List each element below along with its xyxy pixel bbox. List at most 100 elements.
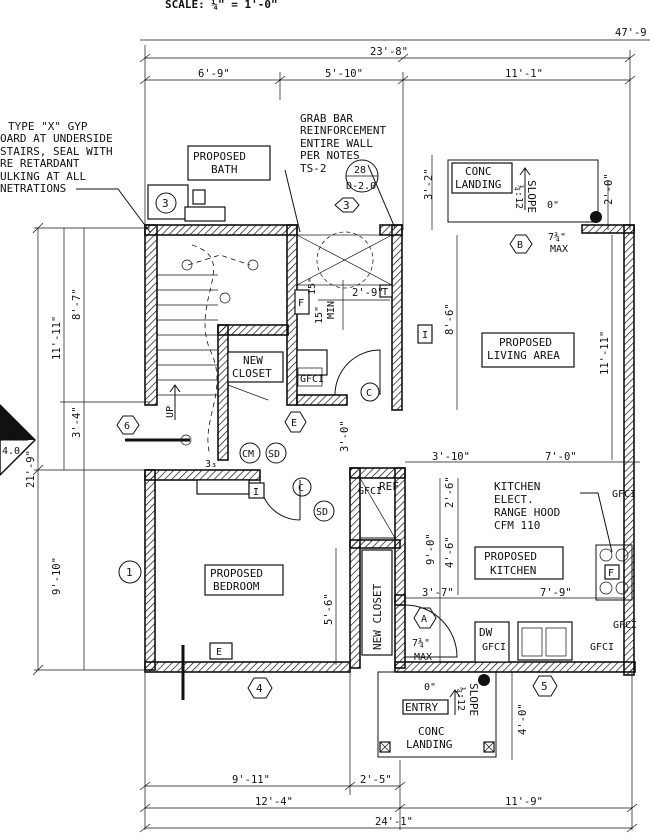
dim-hall-height: 3'-0": [339, 420, 351, 452]
new-closet-2-label-box: [361, 549, 393, 656]
gyp-note-line-3: STAIRS, SEAL WITH: [0, 145, 113, 158]
dim-bath-v1: 15": [307, 277, 318, 295]
kitchen-electrical-note: KITCHEN ELECT. RANGE HOOD CFM 110: [494, 480, 613, 553]
door-c2-label: C: [298, 483, 304, 494]
grab-bar-line-4: PER NOTES: [300, 149, 360, 162]
living-label-2: LIVING AREA: [487, 349, 560, 362]
bottom-conc-landing: 0" ENTRY SLOPE ¼:12 CONC LANDING: [377, 671, 497, 758]
dishwasher: [474, 621, 510, 663]
closet-door: [227, 384, 269, 401]
hex-callout-1: [118, 560, 142, 584]
top-landing-zero: 0": [547, 200, 559, 211]
grab-bar-line-1: GRAB BAR: [300, 112, 353, 125]
sd-detector-1: [265, 442, 287, 464]
top-landing-max-value: 7¾": [548, 231, 566, 243]
hex-1-label: 1: [126, 566, 133, 579]
stair-landing-box: [147, 184, 189, 220]
new-closet-2-label: NEW CLOSET: [371, 583, 384, 650]
sd-label-2: SD: [316, 507, 328, 518]
cm-label: CM: [242, 449, 254, 460]
bath-label-2: BATH: [211, 163, 238, 176]
top-landing-line-1: CONC: [465, 165, 492, 178]
top-landing-line-2: LANDING: [455, 178, 501, 191]
bath-fixtures: T F GFCI: [294, 231, 393, 396]
dim-bottom-b: 2'-5": [360, 774, 392, 786]
sink-gfci: GFCI: [590, 642, 614, 653]
hex-callout-3a: [155, 192, 177, 214]
dim-kitchen-v1: 2'-6": [444, 476, 456, 508]
grab-bar-line-2: REINFORCEMENT: [300, 124, 386, 137]
grab-bar-line-5: TS-2: [300, 162, 327, 175]
gyp-note-line-4: RE RETARDANT: [0, 157, 80, 170]
kitchen-label-box: [474, 546, 564, 580]
bath-label-box: [187, 145, 271, 181]
hex-callout-6: [116, 415, 140, 435]
bedroom-label-1: PROPOSED: [210, 567, 263, 580]
i-box: [417, 324, 433, 344]
gyp-board-note: TYPE "X" GYP OARD AT UNDERSIDE STAIRS, S…: [0, 120, 151, 233]
dim-bottom-overall: 24'-1": [375, 816, 413, 828]
grab-bar-line-3: ENTIRE WALL: [300, 137, 373, 150]
door-c1: [360, 382, 380, 402]
kitchen-label-1: PROPOSED: [484, 550, 537, 563]
grab-bar-note: GRAB BAR REINFORCEMENT ENTIRE WALL PER N…: [284, 112, 396, 233]
hex-callout-5: [532, 675, 558, 697]
bedroom-e-box: [209, 642, 233, 660]
dim-kitchen-b: 7'-9": [540, 587, 572, 599]
living-label-box: [481, 332, 575, 368]
kitchen-elec-line-1: KITCHEN: [494, 480, 540, 493]
kitchen-elec-line-2: ELECT.: [494, 493, 534, 506]
kitchen-elec-line-4: CFM 110: [494, 519, 540, 532]
bedroom-i-label: I: [253, 487, 259, 498]
bottom-landing-line-2: LANDING: [406, 738, 452, 751]
hex-4-label: 4: [256, 682, 263, 695]
dim-top-seg-1: 6'-9": [198, 68, 230, 80]
new-closet-1-line-2: CLOSET: [232, 367, 272, 380]
door-c1-label: C: [366, 388, 372, 399]
dim-left-b: 8'-7": [71, 288, 83, 320]
detail-number: 28: [354, 165, 366, 176]
dim-kitchen-a: 3'-7": [422, 587, 454, 599]
dim-living-height: 8'-6": [444, 303, 456, 335]
hex-5-label: 5: [541, 680, 548, 693]
top-landing-max-label: MAX: [550, 244, 568, 255]
dim-left-a: 11'-11": [51, 316, 63, 360]
dim-kitchen-v3: 9'-0": [425, 533, 437, 565]
sd-label-1: SD: [268, 449, 280, 460]
bottom-landing-zero: 0": [424, 682, 436, 693]
dim-bath-v3: MIN: [326, 301, 337, 319]
detail-sheet: D-2.0: [346, 181, 376, 192]
entry-max-label: MAX: [414, 652, 432, 663]
entry-label: ENTRY: [405, 701, 438, 714]
dim-bath-width: 2'-9": [352, 287, 384, 299]
corner-dimension: 47'-9: [615, 27, 647, 39]
bedroom-e-label: E: [216, 647, 222, 658]
living-label-1: PROPOSED: [499, 336, 552, 349]
new-closet-1-line-1: NEW: [243, 354, 263, 367]
bedroom-shelf: [196, 479, 250, 495]
bedroom-label-2: BEDROOM: [213, 580, 260, 593]
scale-note: SCALE: ¼" = 1'-0": [165, 0, 278, 11]
dim-bottom-a: 9'-11": [232, 774, 270, 786]
dim-closet-height: 5'-6": [323, 593, 335, 625]
bath-t-label: T: [382, 287, 388, 298]
door-a-label: A: [421, 614, 427, 625]
hex-callout-4: [247, 677, 273, 699]
gyp-note-line-1: TYPE "X" GYP: [8, 120, 88, 133]
entry-max-value: 7¾": [412, 637, 430, 649]
bath-gfci: GFCI: [300, 374, 324, 385]
ref-label: REF: [379, 480, 399, 493]
kitchen-gfci-2: GFCI: [613, 620, 637, 631]
gyp-note-line-2: OARD AT UNDERSIDE: [0, 132, 113, 145]
hex-callout-3b: [334, 197, 360, 213]
door-a-hex: [413, 607, 437, 629]
hex-3b-label: 3: [343, 199, 350, 212]
hex-3a-label: 3: [162, 197, 169, 210]
top-slope-ratio: ¼:12: [513, 185, 525, 209]
kitchen-range: GFCI GFCI F: [595, 489, 637, 631]
dim-right-height: 11'-11": [599, 331, 611, 375]
dim-bottom-c: 12'-4": [255, 796, 293, 808]
section-cut-bottom: 4.0: [2, 446, 20, 457]
dim-landing-zero: 2'-0": [603, 173, 615, 205]
